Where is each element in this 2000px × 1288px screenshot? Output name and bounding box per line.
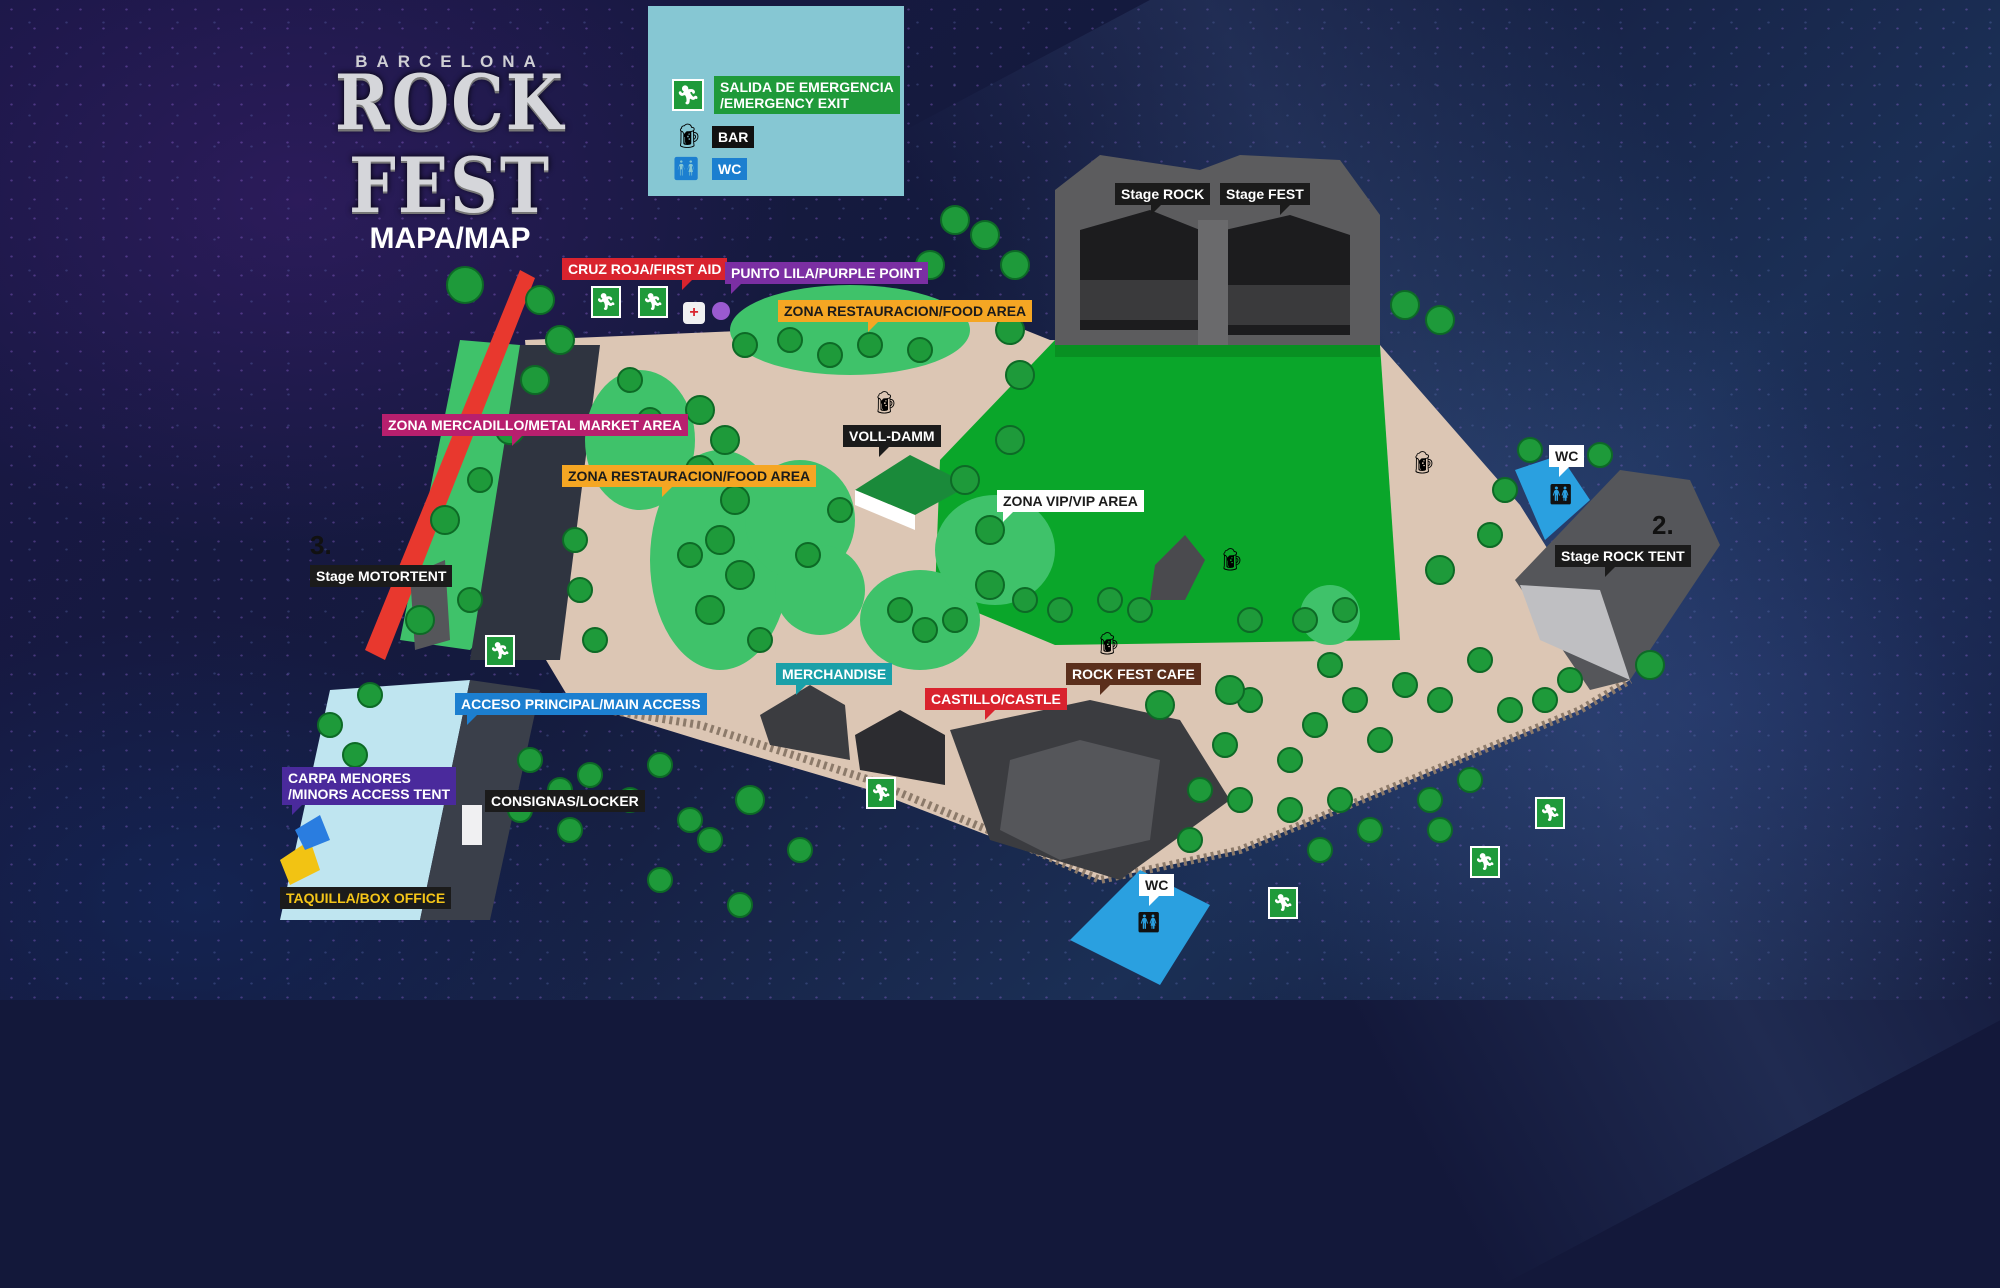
legend-label-line2: /EMERGENCY EXIT: [720, 95, 849, 111]
stage-number-2: 2.: [1652, 510, 1674, 540]
festival-map: [280, 155, 1720, 985]
beer-mug-icon: 🍺︎: [1095, 631, 1123, 656]
emergency-exit-icon: 🏃︎: [1535, 797, 1565, 829]
emergency-exit-icon: 🏃︎: [866, 777, 896, 809]
legend-item-wc: 🚻︎ WC: [672, 156, 748, 182]
beer-mug-icon: 🍺︎: [674, 123, 705, 150]
box-office: [280, 840, 320, 885]
label-wc-south[interactable]: WC: [1139, 874, 1175, 906]
legend-item-emergency-exit: 🏃︎ SALIDA DE EMERGENCIA /EMERGENCY EXIT: [672, 76, 900, 114]
label-box-office[interactable]: TAQUILLA/BOX OFFICE: [280, 887, 452, 909]
market-wall: [365, 270, 535, 660]
beer-mug-icon: 🍺︎: [1218, 547, 1246, 572]
logo-brand: ROCK FEST: [334, 57, 566, 231]
rock-tent-structure: [1515, 470, 1720, 690]
label-minors-access-tent[interactable]: CARPA MENORES /MINORS ACCESS TENT: [282, 767, 457, 815]
emergency-exit-icon: 🏃︎: [485, 635, 515, 667]
emergency-exit-icon: 🏃︎: [1268, 887, 1298, 919]
label-main-access[interactable]: ACCESO PRINCIPAL/MAIN ACCESS: [455, 693, 707, 725]
entrance-road: [420, 680, 540, 920]
stage-number-3: 3.: [310, 530, 332, 560]
label-metal-market[interactable]: ZONA MERCADILLO/METAL MARKET AREA: [382, 414, 688, 446]
map-legend: 🏃︎ SALIDA DE EMERGENCIA /EMERGENCY EXIT …: [648, 6, 904, 196]
wc-south-structure: [1070, 870, 1210, 985]
legend-label-emergency-exit: SALIDA DE EMERGENCIA /EMERGENCY EXIT: [714, 76, 900, 114]
restroom-icon: 🚻︎: [1136, 912, 1162, 934]
beer-mug-icon: 🍺︎: [1410, 450, 1438, 475]
vip-tent: [1150, 535, 1205, 600]
legend-label-line1: SALIDA DE EMERGENCIA: [720, 79, 894, 95]
label-first-aid[interactable]: CRUZ ROJA/FIRST AID: [562, 258, 728, 290]
purple-point-marker: [712, 302, 730, 320]
label-purple-point[interactable]: PUNTO LILA/PURPLE POINT: [725, 262, 929, 294]
label-stage-motortent[interactable]: Stage MOTORTENT: [310, 565, 453, 587]
label-merchandise[interactable]: MERCHANDISE: [776, 663, 893, 695]
label-wc-east[interactable]: WC: [1549, 445, 1585, 477]
small-tent: [855, 710, 945, 785]
beer-mug-icon: 🍺︎: [872, 390, 900, 415]
minors-tent-line2: /MINORS ACCESS TENT: [288, 786, 451, 802]
first-aid-cross-icon: +: [683, 302, 705, 324]
label-stage-rock-tent[interactable]: Stage ROCK TENT: [1555, 545, 1691, 577]
voll-damm-bar: [855, 455, 970, 515]
label-locker[interactable]: CONSIGNAS/LOCKER: [485, 790, 645, 812]
label-vip-area[interactable]: ZONA VIP/VIP AREA: [997, 490, 1144, 522]
map-title: MAPA/MAP: [369, 222, 531, 255]
label-castle[interactable]: CASTILLO/CASTLE: [925, 688, 1067, 720]
merchandise-tent: [760, 685, 850, 760]
wc-east-structure: [1515, 455, 1590, 540]
emergency-exit-icon: 🏃︎: [591, 286, 621, 318]
emergency-exit-icon: 🏃︎: [672, 79, 704, 111]
emergency-exit-icon: 🏃︎: [1470, 846, 1500, 878]
locker-box: [462, 805, 482, 845]
label-stage-rock[interactable]: Stage ROCK: [1115, 183, 1211, 215]
restroom-icon: 🚻︎: [672, 156, 700, 181]
logo-city: BARCELONA: [355, 52, 545, 71]
legend-label-wc: WC: [712, 158, 748, 180]
legend-label-bar: BAR: [712, 125, 755, 148]
festival-logo: BARCELONA ROCK FEST MAPA/MAP: [300, 52, 600, 256]
label-food-area-north[interactable]: ZONA RESTAURACION/FOOD AREA: [778, 300, 1033, 332]
legend-item-bar: 🍺︎ BAR: [674, 122, 755, 151]
main-stage-structure: [1055, 155, 1380, 345]
label-food-area-west[interactable]: ZONA RESTAURACION/FOOD AREA: [562, 465, 817, 497]
minors-tent-line1: CARPA MENORES: [288, 770, 411, 786]
emergency-exit-icon: 🏃︎: [638, 286, 668, 318]
label-stage-fest[interactable]: Stage FEST: [1220, 183, 1310, 215]
label-voll-damm[interactable]: VOLL-DAMM: [843, 425, 941, 457]
restroom-icon: 🚻︎: [1548, 484, 1574, 506]
label-rock-fest-cafe[interactable]: ROCK FEST CAFE: [1066, 663, 1201, 695]
